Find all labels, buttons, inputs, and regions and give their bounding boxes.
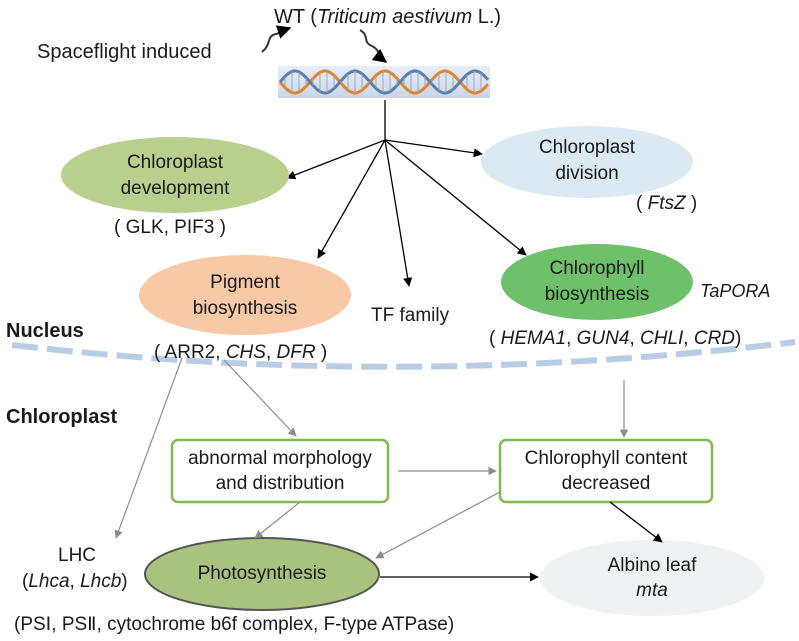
- gene-chs: CHS: [225, 342, 266, 363]
- abnormal-morphology-box: [170, 438, 390, 504]
- species-name: Triticum aestivum: [316, 6, 473, 28]
- wt-title: WT (Triticum aestivum L.): [274, 6, 501, 28]
- wt-suffix: L.): [472, 6, 502, 28]
- arrow-membrane-to-lhc: [114, 357, 183, 539]
- chl-genes-sep1: ,: [566, 328, 577, 349]
- chlorophyll-biosynthesis-label: Chlorophyll biosynthesis: [517, 258, 677, 306]
- chloroplast-division-node: [481, 126, 693, 198]
- chloroplast-division-genes: ( FtsZ ): [636, 193, 697, 215]
- gene-chli: CHLI: [640, 328, 684, 349]
- pigment-biosynthesis-line2: biosynthesis: [192, 298, 298, 319]
- dna-helix-icon: [278, 66, 490, 98]
- photosynthesis-complexes: (PSⅠ, PSⅡ, cytochrome b6f complex, F-typ…: [14, 614, 455, 635]
- chlorophyll-biosynthesis-line2: biosynthesis: [544, 284, 650, 305]
- chloroplast-development-node: [61, 137, 289, 213]
- chlorophyll-content-line2: decreased: [561, 473, 651, 494]
- arrow-to-pigment-biosynthesis: [317, 139, 386, 259]
- chloroplast-development-line2: development: [120, 178, 230, 199]
- albino-leaf-node: [540, 540, 764, 616]
- arrow-to-chloroplast-development: [286, 139, 386, 180]
- gene-ftsz: FtsZ: [647, 193, 686, 214]
- chloroplast-division-line1: Chloroplast: [538, 137, 636, 158]
- chlorophyll-biosynthesis-line1: Chlorophyll: [549, 258, 645, 279]
- division-genes-open: (: [636, 193, 648, 214]
- wt-prefix: WT (: [274, 6, 317, 28]
- arrow-membrane-to-morphology: [223, 359, 297, 437]
- gene-crd: CRD: [693, 328, 736, 349]
- abnormal-morphology-line2: and distribution: [215, 473, 345, 494]
- squiggle-arrow-wt: [359, 29, 388, 63]
- gene-lhca: Lhca: [28, 571, 70, 592]
- lhc-genes-open: (: [22, 571, 29, 592]
- gene-dfr: DFR: [276, 342, 316, 363]
- albino-leaf-line2: mta: [636, 580, 668, 601]
- chl-genes-open: (: [489, 328, 501, 349]
- squiggle-arrow-induced: [261, 25, 292, 53]
- gene-lhcb: Lhcb: [80, 571, 122, 592]
- arrow-to-chlorophyll-biosynthesis: [384, 139, 527, 256]
- tf-family-label: TF family: [371, 305, 450, 326]
- nucleus-label: Nucleus: [6, 320, 84, 342]
- chloroplast-development-genes: ( GLK, PIF3 ): [114, 217, 226, 238]
- chl-genes-close: ): [735, 328, 742, 349]
- abnormal-morphology-line1: abnormal morphology: [188, 448, 372, 469]
- spaceflight-label: Spaceflight induced: [37, 41, 212, 63]
- albino-leaf-label: Albino leaf mta: [572, 555, 732, 602]
- chl-genes-sep2: ,: [629, 328, 640, 349]
- arrow-to-chloroplast-division: [384, 139, 483, 158]
- arrow-chlorophyll-content-to-albino: [609, 501, 663, 543]
- chlorophyll-biosynthesis-genes: ( HEMA1, GUN4, CHLI, CRD): [489, 328, 741, 350]
- chloroplast-label: Chloroplast: [6, 406, 118, 428]
- gene-gun4: GUN4: [576, 328, 630, 349]
- chlorophyll-content-box: [498, 438, 714, 504]
- lhc-genes-sep1: ,: [69, 571, 81, 592]
- taporagene-label: TaPORA: [700, 281, 771, 301]
- lhc-label: LHC: [58, 545, 97, 566]
- lhc-genes-close: ): [121, 571, 128, 592]
- pigment-genes-open: ( ARR2,: [154, 342, 226, 363]
- photosynthesis-label: Photosynthesis: [197, 563, 327, 584]
- chloroplast-development-label: Chloroplast development: [95, 152, 255, 200]
- chlorophyll-content-label: Chlorophyll content decreased: [500, 448, 712, 495]
- pigment-biosynthesis-genes: ( ARR2, CHS, DFR ): [154, 342, 327, 364]
- pigment-biosynthesis-line1: Pigment: [210, 272, 280, 293]
- chloroplast-division-label: Chloroplast division: [507, 137, 667, 185]
- pigment-genes-close: ): [315, 342, 328, 363]
- arrow-morphology-to-photosynthesis: [254, 501, 301, 539]
- pigment-biosynthesis-node: [139, 255, 351, 335]
- chloroplast-development-line1: Chloroplast: [126, 152, 224, 173]
- chlorophyll-biosynthesis-node: [501, 244, 693, 320]
- albino-leaf-line1: Albino leaf: [607, 555, 697, 576]
- lhc-genes: (Lhca, Lhcb): [22, 571, 128, 593]
- pigment-biosynthesis-label: Pigment biosynthesis: [165, 272, 325, 320]
- division-genes-close: ): [685, 193, 698, 214]
- abnormal-morphology-label: abnormal morphology and distribution: [172, 448, 388, 495]
- arrow-to-tf-family: [384, 139, 413, 287]
- chloroplast-division-line2: division: [555, 163, 619, 184]
- arrow-chlorophyll-content-to-photosynthesis: [375, 491, 501, 559]
- chl-genes-sep3: ,: [683, 328, 694, 349]
- gene-hema1: HEMA1: [500, 328, 567, 349]
- nuclear-membrane: [11, 339, 796, 370]
- pigment-genes-sep1: ,: [265, 342, 277, 363]
- chlorophyll-content-line1: Chlorophyll content: [524, 448, 688, 469]
